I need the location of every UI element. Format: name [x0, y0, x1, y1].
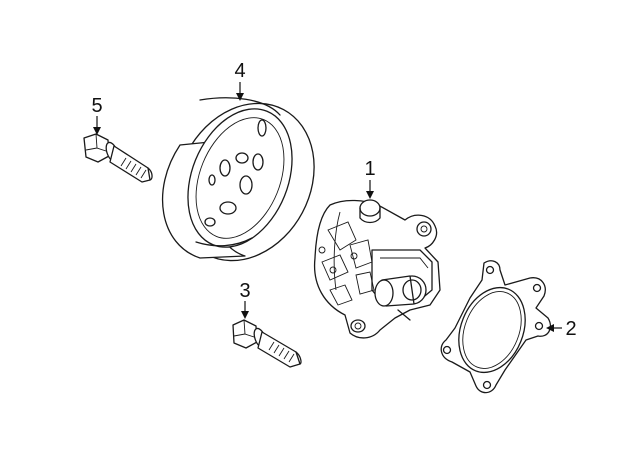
callout-5: 5 [91, 95, 103, 135]
gasket [440, 260, 552, 394]
callout-1: 1 [364, 158, 376, 199]
callout-label-2: 2 [565, 318, 576, 340]
pulley-bolt [83, 133, 153, 183]
pump-bolt [232, 319, 302, 368]
callout-3: 3 [239, 280, 251, 319]
callout-label-1: 1 [364, 158, 375, 180]
water-pump [313, 199, 441, 339]
callout-label-5: 5 [91, 95, 102, 117]
callout-label-3: 3 [239, 280, 250, 302]
callout-4: 4 [234, 60, 246, 101]
callout-2: 2 [546, 318, 577, 340]
pulley [161, 97, 315, 262]
callout-label-4: 4 [234, 60, 245, 82]
